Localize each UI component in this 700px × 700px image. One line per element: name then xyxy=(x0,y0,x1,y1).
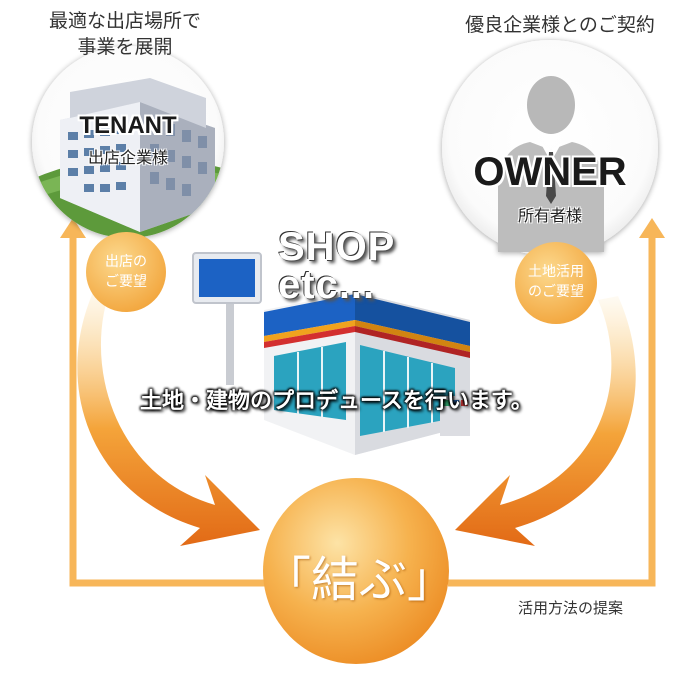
convenience-store-icon xyxy=(192,252,470,455)
tenant-request-badge xyxy=(86,232,166,312)
musubu-label: 「結ぶ」 xyxy=(263,552,456,608)
musubu-circle xyxy=(263,478,449,664)
tenant-role-sub: 出店企業様 xyxy=(87,148,168,167)
tenant-heading: 最適な出店場所で 事業を展開 xyxy=(48,10,201,58)
owner-request-badge xyxy=(515,242,597,324)
up-arrow-icon xyxy=(60,218,86,238)
tenant-request-text: 出店の ご要望 xyxy=(105,254,147,290)
owner-curved-arrow xyxy=(455,296,636,546)
left-connector-line xyxy=(60,218,268,587)
owner-circle xyxy=(442,40,658,256)
owner-request-text: 土地活用 のご要望 xyxy=(528,264,584,300)
up-arrow-icon xyxy=(639,218,665,238)
tenant-curved-arrow xyxy=(77,285,260,546)
right-connector-line xyxy=(448,218,665,587)
shop-label: SHOP etc... xyxy=(278,225,396,307)
tenant-circle xyxy=(32,46,224,238)
owner-role-sub: 所有者様 xyxy=(517,206,582,225)
owner-heading: 優良企業様とのご契約 xyxy=(465,14,655,36)
produce-text: 土地・建物のプロデュースを行います。 xyxy=(140,389,533,414)
tenant-role-label: TENANT xyxy=(79,112,177,139)
proposal-text: 活用方法の提案 xyxy=(518,599,624,617)
owner-role-label: OWNER xyxy=(473,150,627,194)
businessman-silhouette-icon xyxy=(498,76,604,252)
office-building-icon xyxy=(32,78,224,238)
